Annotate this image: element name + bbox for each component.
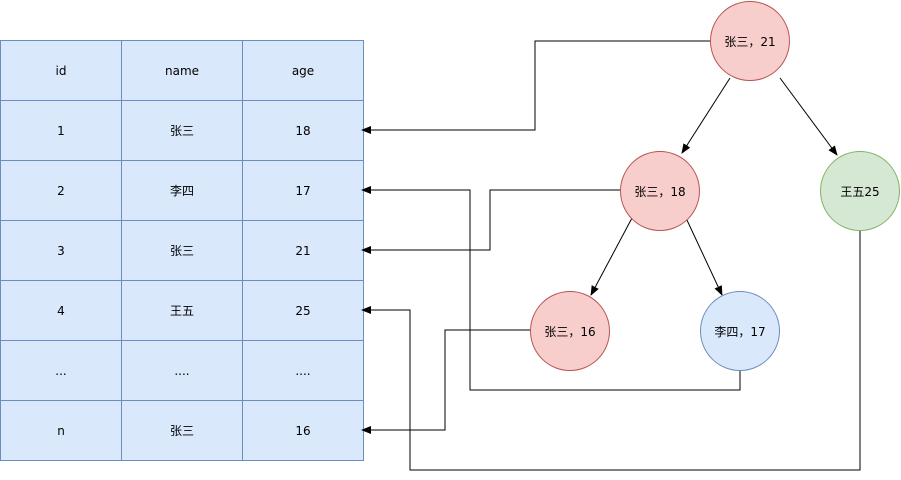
table-row: 3 张三 21 xyxy=(0,220,364,281)
tree-node-level2-right: 李四，17 xyxy=(700,291,780,371)
tree-node-level1-left: 张三，18 xyxy=(620,151,700,231)
cell-name: 李四 xyxy=(121,160,243,221)
edge-left-to-leftleaf xyxy=(590,217,633,296)
cell-id: 2 xyxy=(0,160,122,221)
cell-id: n xyxy=(0,400,122,461)
cell-id: 1 xyxy=(0,100,122,161)
tree-node-level1-right: 王五25 xyxy=(820,151,900,231)
pointer-wangwu-to-row4 xyxy=(361,230,861,471)
tree-node-root: 张三，21 xyxy=(710,1,790,81)
table-header-row: id name age xyxy=(0,40,364,101)
cell-age: 18 xyxy=(242,100,364,161)
cell-id: 3 xyxy=(0,220,122,281)
pointer-root-to-row3 xyxy=(361,40,710,134)
pointer-node18-to-row1 xyxy=(361,189,620,254)
cell-name: 张三 xyxy=(121,100,243,161)
cell-age: 16 xyxy=(242,400,364,461)
header-age: age xyxy=(242,40,364,101)
cell-id: 4 xyxy=(0,280,122,341)
table-row: 2 李四 17 xyxy=(0,160,364,221)
data-table: id name age 1 张三 18 2 李四 17 3 张三 21 4 王五… xyxy=(0,40,364,461)
tree-node-level2-left: 张三，16 xyxy=(530,291,610,371)
edge-root-to-right xyxy=(779,77,838,156)
header-id: id xyxy=(0,40,122,101)
cell-age: .... xyxy=(242,340,364,401)
pointer-node16-to-rown xyxy=(361,329,530,434)
table-row: 1 张三 18 xyxy=(0,100,364,161)
edge-root-to-left xyxy=(681,77,731,154)
cell-name: 王五 xyxy=(121,280,243,341)
edge-left-to-rightleaf xyxy=(685,217,723,296)
cell-id: ... xyxy=(0,340,122,401)
pointer-lisi-to-row2 xyxy=(361,186,741,391)
cell-age: 21 xyxy=(242,220,364,281)
table-row: ... .... .... xyxy=(0,340,364,401)
table-row: n 张三 16 xyxy=(0,400,364,461)
cell-name: 张三 xyxy=(121,220,243,281)
cell-name: .... xyxy=(121,340,243,401)
cell-age: 17 xyxy=(242,160,364,221)
cell-name: 张三 xyxy=(121,400,243,461)
